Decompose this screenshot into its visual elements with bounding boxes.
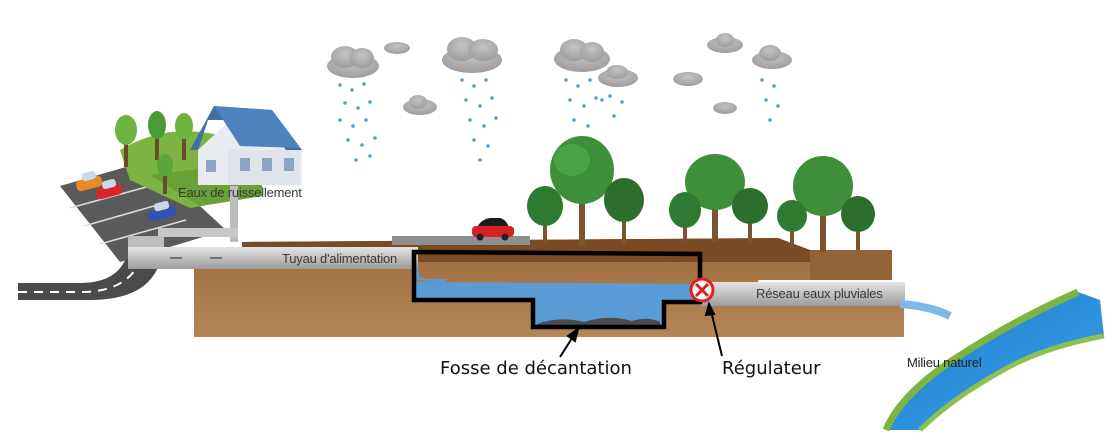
- tree-icon: [841, 196, 875, 250]
- tree-icon: [527, 186, 563, 244]
- tree-icon: [685, 154, 745, 242]
- downspout-pipes: [128, 186, 238, 248]
- cloud-icon: [752, 45, 792, 69]
- tree-icon: [777, 200, 807, 248]
- cloud-icon: [384, 42, 410, 54]
- tree-icon: [732, 188, 768, 244]
- supply-pipe: [128, 247, 418, 269]
- stormwater-pipe: [700, 282, 905, 306]
- regulator-label: Régulateur: [722, 358, 821, 379]
- parked-cars: [76, 170, 177, 222]
- stormwater-network-label: Réseau eaux pluviales: [756, 286, 883, 301]
- cloud-icon: [327, 46, 379, 78]
- cloud-icon: [673, 72, 703, 86]
- cloud-icon: [403, 95, 437, 115]
- car-icon: [472, 218, 514, 241]
- natural-environment-label: Milieu naturel: [907, 355, 982, 370]
- rain-drops: [338, 78, 780, 162]
- car-icon: [96, 178, 123, 200]
- pointer-arrows: [559, 301, 723, 358]
- rain-clouds: [327, 33, 792, 115]
- retention-basin: [411, 249, 703, 330]
- surface-road: [392, 218, 530, 245]
- river: [882, 288, 1105, 432]
- tree-icon: [550, 136, 614, 246]
- settling-pit-label: Fosse de décantation: [440, 358, 632, 379]
- regulator-icon: [689, 277, 715, 303]
- forest-trees: [527, 136, 875, 252]
- house: [190, 106, 302, 185]
- cloud-icon: [554, 39, 610, 72]
- tree-icon: [669, 192, 701, 242]
- supply-pipe-label: Tuyau d'alimentation: [282, 251, 398, 266]
- cloud-icon: [707, 33, 743, 53]
- cloud-icon: [598, 65, 638, 87]
- cloud-icon: [713, 102, 737, 114]
- car-icon: [148, 200, 177, 222]
- cloud-icon: [442, 37, 502, 73]
- tree-icon: [604, 178, 644, 244]
- hill-trees: [115, 111, 193, 194]
- car-icon: [76, 170, 103, 192]
- tree-icon: [793, 156, 853, 252]
- runoff-label: Eaux de ruissellement: [178, 185, 302, 200]
